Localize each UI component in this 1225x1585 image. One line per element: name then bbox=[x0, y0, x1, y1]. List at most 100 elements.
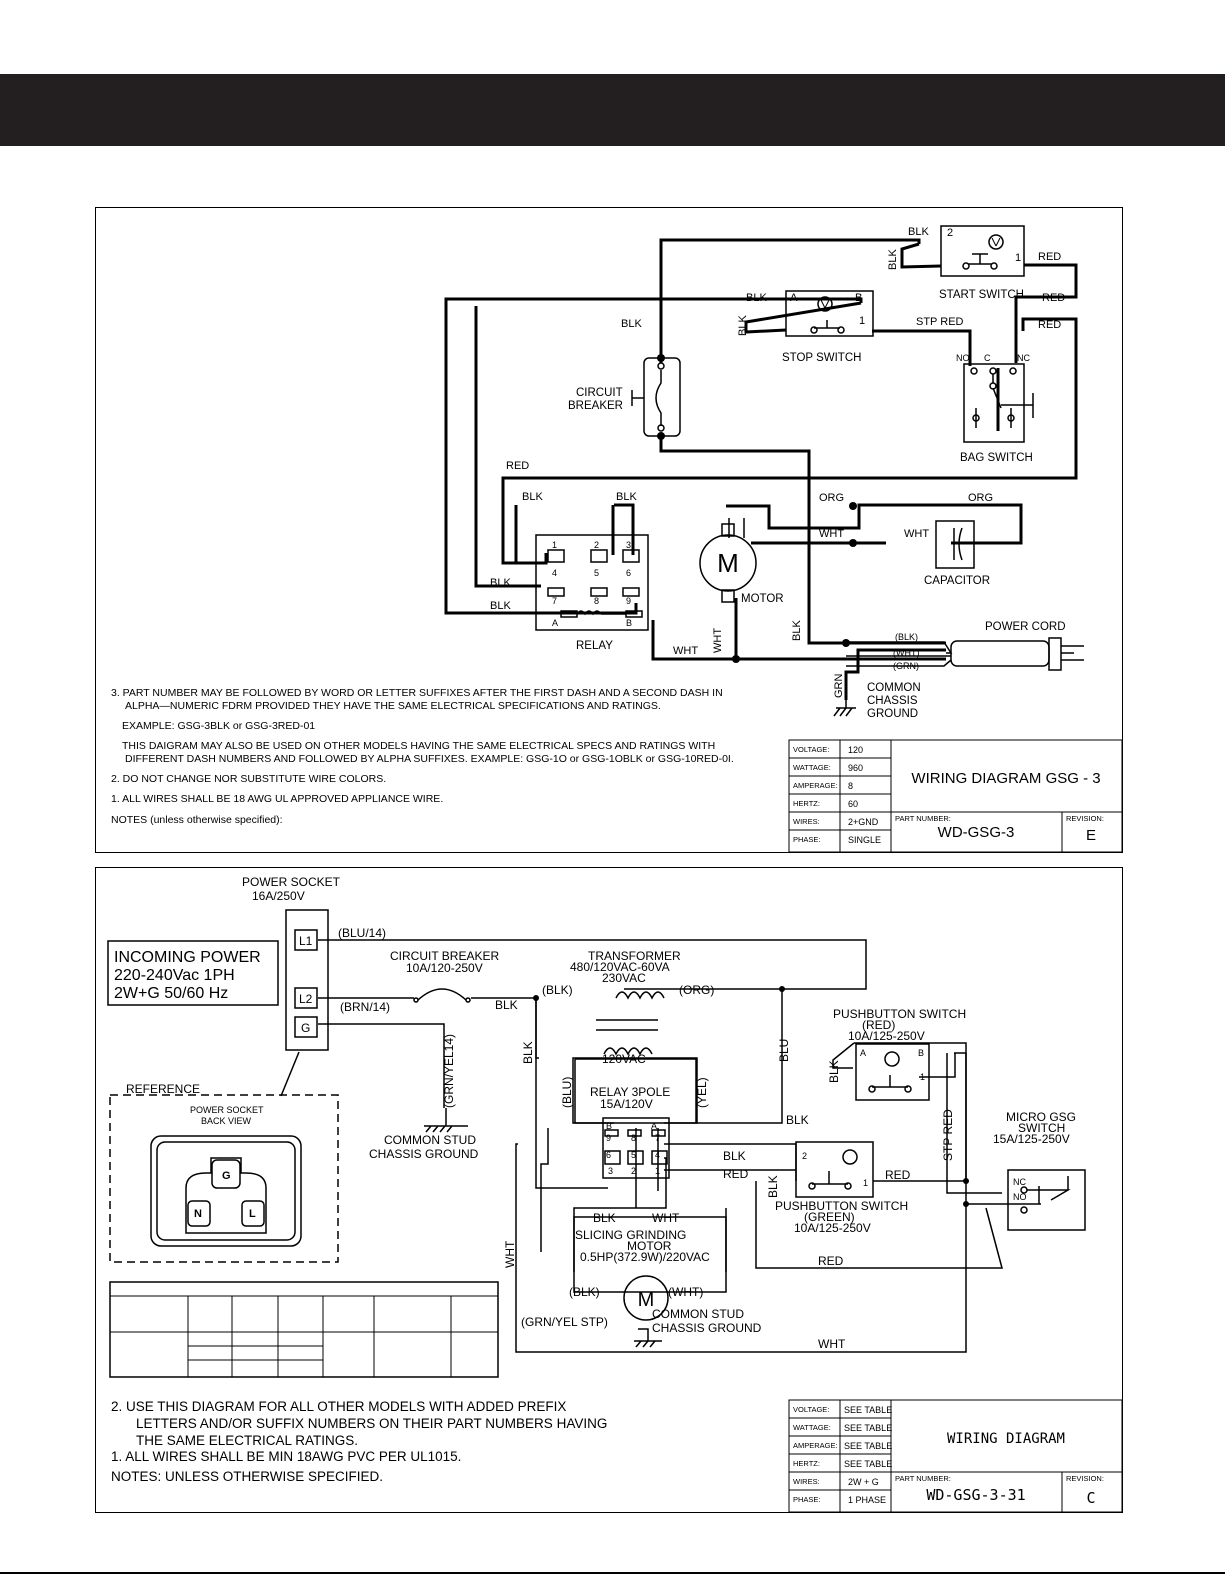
phase-value: 1 PHASE bbox=[848, 1495, 886, 1505]
wire-label: BLK bbox=[490, 600, 511, 612]
phase-label: PHASE: bbox=[793, 835, 821, 844]
relay-terminal: 8 bbox=[631, 1133, 636, 1143]
diagram-title: WIRING DIAGRAM GSG - 3 bbox=[911, 770, 1100, 787]
bag-switch-label: BAG SWITCH bbox=[960, 452, 1033, 464]
power-cord bbox=[846, 637, 1084, 671]
wire-label: BLU bbox=[777, 1039, 791, 1062]
junction-dots bbox=[657, 354, 857, 663]
socket-terminal: G bbox=[301, 1021, 310, 1035]
socket-pin-ground: G bbox=[222, 1170, 231, 1182]
circuit-breaker bbox=[631, 357, 681, 437]
switch-terminal: 1 bbox=[863, 1178, 868, 1188]
relay-terminal: 6 bbox=[606, 1150, 611, 1160]
wire-label: BLK bbox=[737, 315, 749, 336]
wire-label: WHT bbox=[503, 1240, 517, 1268]
wire-label: BLK bbox=[621, 318, 642, 330]
diagram-wires bbox=[318, 939, 1041, 1353]
wattage-value: SEE TABLE bbox=[844, 1423, 892, 1433]
pushbutton-green-rating: 10A/125-250V bbox=[794, 1221, 871, 1235]
wire-label: (YEL) bbox=[695, 1077, 709, 1108]
ground-symbol bbox=[833, 700, 856, 717]
wiring-diagram-gsg-3: BLK BLK RED RED BLK BLK STP RED RED BLK … bbox=[111, 225, 1122, 852]
transformer-label: TRANSFORMER bbox=[588, 949, 681, 963]
ground-label: GROUND bbox=[867, 708, 918, 720]
note-also: THIS DAIGRAM MAY ALSO BE USED ON OTHER M… bbox=[122, 740, 715, 752]
switch-terminal: NO bbox=[1013, 1192, 1027, 1202]
hertz-value: SEE TABLE bbox=[844, 1459, 892, 1469]
motor-symbol: M bbox=[717, 548, 739, 578]
pushbutton-red-rating: 10A/125-250V bbox=[848, 1029, 925, 1043]
wire-label: BLK bbox=[791, 620, 803, 641]
terminal-label: 4 bbox=[552, 568, 557, 578]
circuit-breaker-label: CIRCUIT BREAKER bbox=[390, 949, 499, 963]
amperage-label: AMPERAGE: bbox=[793, 781, 838, 790]
capacitor-label: CAPACITOR bbox=[924, 575, 990, 587]
wire-label: WHT bbox=[673, 645, 698, 657]
part-number: WD-GSG-3 bbox=[938, 824, 1015, 841]
power-socket-label: POWER SOCKET bbox=[242, 875, 341, 889]
wire-label: BLK bbox=[521, 1041, 535, 1064]
transformer-rating: 480/120VAC-60VA bbox=[570, 960, 670, 974]
note-2: 2. USE THIS DIAGRAM FOR ALL OTHER MODELS… bbox=[111, 1399, 566, 1414]
wire-label: BLK bbox=[786, 1113, 809, 1127]
amperage-value: 8 bbox=[848, 781, 853, 791]
ground-label: CHASSIS bbox=[867, 695, 918, 707]
wire-label: BLK bbox=[746, 292, 767, 304]
relay-3pole bbox=[572, 1057, 698, 1179]
switch-terminal: 2 bbox=[802, 1151, 807, 1161]
part-number-label: PART NUMBER: bbox=[895, 1474, 951, 1483]
switch-terminal: NC bbox=[1013, 1177, 1026, 1187]
incoming-power-title: INCOMING POWER bbox=[114, 949, 261, 966]
wire-label: RED bbox=[723, 1167, 749, 1181]
relay-terminal: 9 bbox=[606, 1133, 611, 1143]
socket-terminal: L1 bbox=[299, 934, 313, 948]
micro-gsg-switch bbox=[1007, 1169, 1086, 1231]
motor-label: MOTOR bbox=[741, 593, 784, 605]
relay-terminal: 4 bbox=[655, 1150, 660, 1160]
wire-label: BLK bbox=[616, 491, 637, 503]
voltage-value: SEE TABLE bbox=[844, 1405, 892, 1415]
ground-label: COMMON STUD bbox=[652, 1307, 744, 1321]
footer-rule bbox=[0, 1572, 1225, 1574]
wire-label: BLK bbox=[495, 998, 518, 1012]
wires-value: 2+GND bbox=[848, 817, 879, 827]
circuit-breaker-symbol bbox=[417, 988, 467, 1001]
wire-label: (GRN/YEL14) bbox=[442, 1034, 456, 1108]
note-1: 1. ALL WIRES SHALL BE 18 AWG UL APPROVED… bbox=[111, 793, 443, 805]
ground-label: COMMON bbox=[867, 682, 921, 694]
wire-label: RED bbox=[885, 1168, 911, 1182]
relay-terminal: B bbox=[606, 1121, 612, 1131]
voltage-label: VOLTAGE: bbox=[793, 745, 829, 754]
pushbutton-red-color: (RED) bbox=[862, 1018, 895, 1032]
switch-terminal: 1 bbox=[920, 1072, 925, 1082]
wire-label: (BLU) bbox=[560, 1077, 574, 1108]
terminal-label: 2 bbox=[594, 540, 599, 550]
notes-header: NOTES: UNLESS OTHERWISE SPECIFIED. bbox=[111, 1469, 383, 1484]
hertz-label: HERTZ: bbox=[793, 1459, 820, 1468]
note-2: THE SAME ELECTRICAL RATINGS. bbox=[136, 1433, 358, 1448]
relay-label: RELAY 3POLE bbox=[590, 1085, 670, 1099]
wires-value: 2W + G bbox=[848, 1477, 879, 1487]
wire-label: WHT bbox=[819, 528, 844, 540]
start-switch-label: START SWITCH bbox=[939, 289, 1024, 301]
wires-label: WIRES: bbox=[793, 1477, 820, 1486]
wire-label: (BLK) bbox=[895, 632, 918, 642]
wire-label: GRN bbox=[833, 674, 845, 699]
hertz-value: 60 bbox=[848, 799, 858, 809]
power-socket-rating: 16A/250V bbox=[252, 889, 305, 903]
revision-label: REVISION: bbox=[1066, 814, 1104, 823]
wire-label: (BLU/14) bbox=[338, 926, 386, 940]
note-3: 3. PART NUMBER MAY BE FOLLOWED BY WORD O… bbox=[111, 687, 723, 699]
wire-label: BLK bbox=[766, 1175, 780, 1198]
wire-label: (BLK) bbox=[569, 1285, 600, 1299]
incoming-power-wiring: 2W+G 50/60 Hz bbox=[114, 985, 228, 1002]
relay-rating: 15A/120V bbox=[600, 1097, 653, 1111]
terminal-label: C bbox=[984, 353, 991, 363]
pushbutton-green-label: PUSHBUTTON SWITCH bbox=[775, 1199, 908, 1213]
note-2: LETTERS AND/OR SUFFIX NUMBERS ON THEIR P… bbox=[136, 1416, 607, 1431]
terminal-label: 3 bbox=[626, 540, 631, 550]
micro-switch-label: MICRO GSG bbox=[1006, 1110, 1076, 1124]
wire-label: ORG bbox=[819, 492, 844, 504]
micro-switch-rating: 15A/125-250V bbox=[993, 1132, 1070, 1146]
socket-terminal: L2 bbox=[299, 992, 313, 1006]
